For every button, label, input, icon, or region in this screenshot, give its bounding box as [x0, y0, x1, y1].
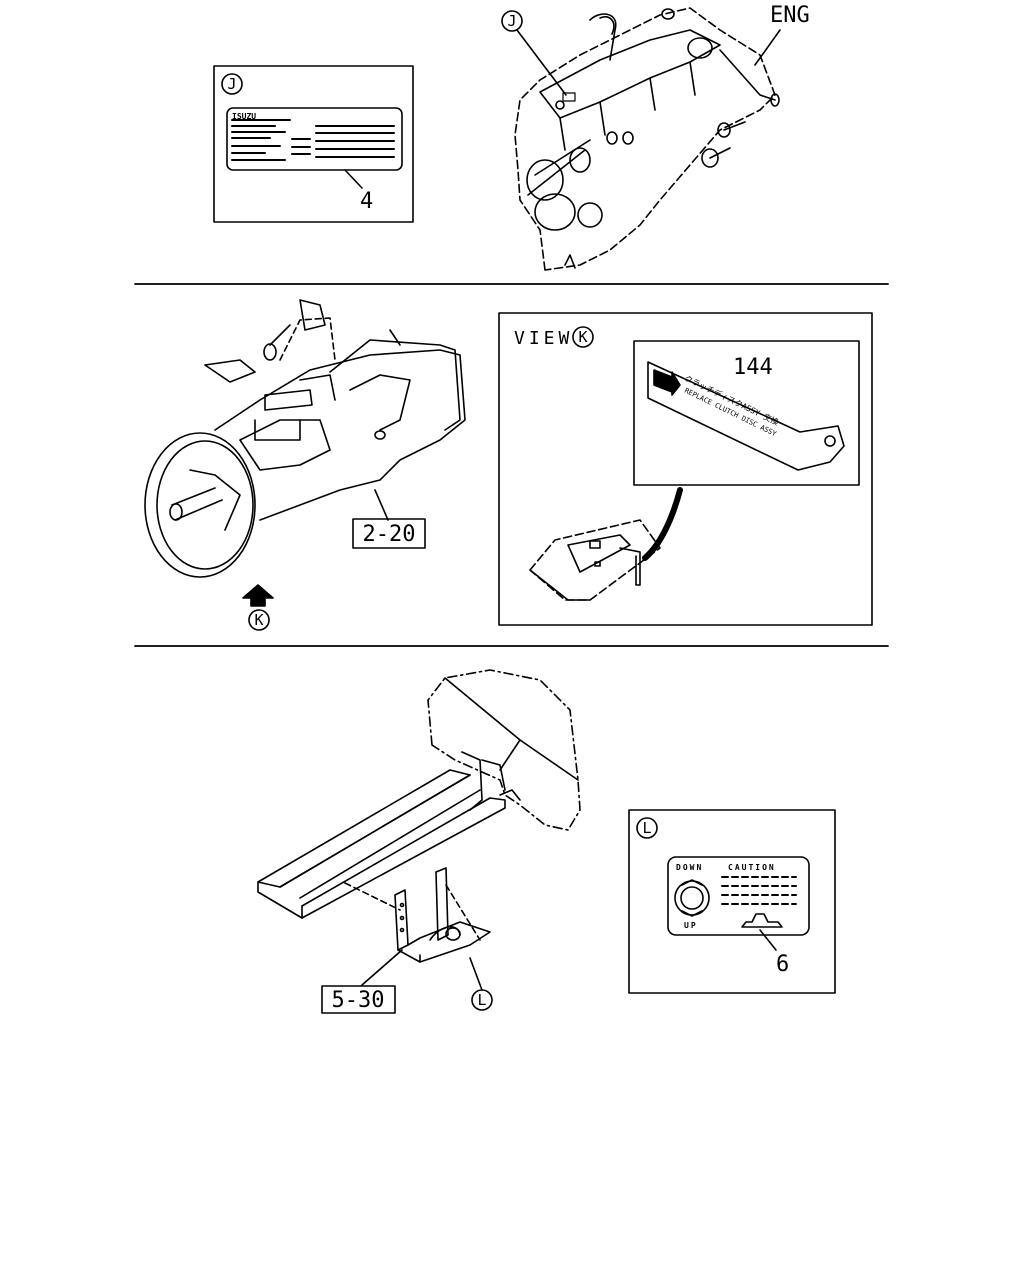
callout-j-engine: J: [507, 12, 516, 30]
view-title: VIEW: [514, 328, 573, 349]
callout-j-detail: J: [227, 75, 236, 93]
part-number-144: 144: [733, 355, 773, 380]
callout-l-detail: L: [642, 819, 651, 837]
engine-illustration: [501, 7, 781, 271]
view-k-frame: [498, 312, 873, 626]
label-caution-text: CAUTION: [728, 863, 776, 872]
ref-box-5-30-text: 5-30: [332, 988, 385, 1013]
engine-label: ENG: [770, 3, 810, 28]
cab-frame-illustration: [257, 669, 581, 1011]
ref-box-2-20-text: 2-20: [363, 522, 416, 547]
ref-box-2-20: [352, 518, 426, 549]
part-number-4: 4: [360, 189, 373, 214]
callout-k-view: K: [578, 328, 587, 346]
label-down-text: DOWN: [676, 863, 703, 872]
label-detail-l: [628, 809, 836, 994]
callout-k-arrow: K: [254, 611, 263, 629]
label-detail-j: [213, 65, 414, 223]
label-up-text: UP: [684, 921, 698, 930]
label-brand-text: ISUZU: [232, 112, 256, 121]
transmission-illustration: [144, 299, 466, 631]
part-number-6: 6: [776, 952, 789, 977]
callout-l-frame: L: [477, 991, 486, 1009]
ref-box-5-30: [321, 985, 396, 1014]
